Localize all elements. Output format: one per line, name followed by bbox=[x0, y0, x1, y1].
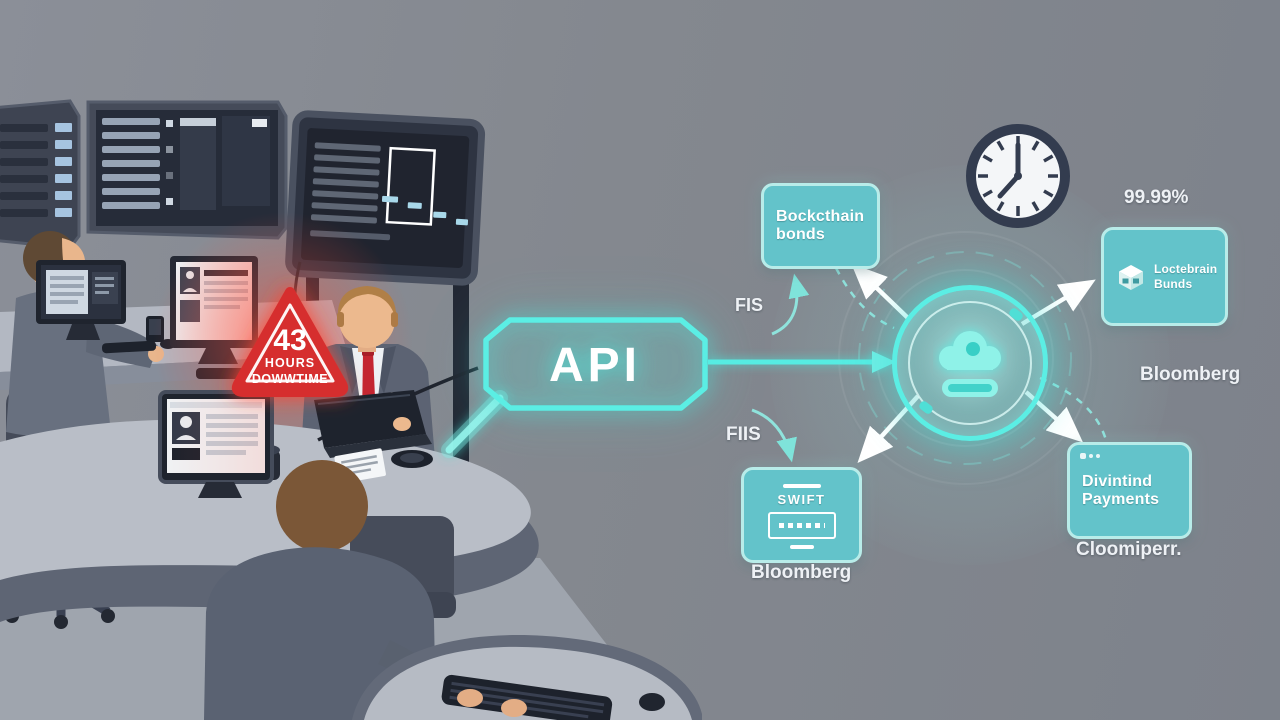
desk-monitor-3 bbox=[158, 390, 274, 498]
node-blockchain-line1: Bockcthain bbox=[776, 208, 865, 226]
node-lockchain-line1: Loctebrain bbox=[1154, 261, 1218, 276]
label-bloomberg-left: Bloomberg bbox=[751, 562, 852, 583]
cloud-server-icon bbox=[939, 331, 1001, 397]
office-chair bbox=[340, 516, 456, 695]
near-desk bbox=[352, 635, 702, 720]
label-cloomiperr: Cloomiperr. bbox=[1076, 539, 1182, 560]
hub-inner-ring bbox=[908, 301, 1032, 425]
api-hexagon-badge: API bbox=[483, 317, 708, 411]
label-fis: FIS bbox=[735, 295, 764, 315]
swift-decoration-line bbox=[782, 483, 821, 488]
laptop-cable bbox=[317, 366, 479, 442]
board-poles bbox=[306, 245, 469, 575]
label-uptime-percentage: 99.99% bbox=[1124, 187, 1189, 208]
api-label: API bbox=[549, 339, 641, 392]
warning-unit: HOURS bbox=[265, 356, 315, 370]
node-lockchain-bonds: Loctebrain Bunds bbox=[1101, 227, 1228, 326]
card-dashes bbox=[778, 522, 825, 528]
api-hub-node bbox=[892, 285, 1048, 441]
cable bbox=[293, 261, 331, 370]
node-dividend-payments: Divintind Payments bbox=[1067, 442, 1192, 539]
desk-speaker bbox=[258, 445, 280, 480]
floor bbox=[0, 558, 665, 720]
node-blockchain-line2: bonds bbox=[776, 226, 825, 243]
warning-status: DOWWTIME bbox=[252, 372, 328, 386]
label-bloomberg-right: Bloomberg bbox=[1140, 364, 1241, 385]
back-desk bbox=[0, 300, 352, 390]
node-swift: SWIFT bbox=[741, 467, 862, 563]
laptop bbox=[314, 390, 432, 458]
person-operator-foreground bbox=[204, 460, 464, 720]
person-laptop-man bbox=[300, 286, 436, 472]
paper-document bbox=[334, 448, 386, 484]
payment-card-icon bbox=[767, 511, 836, 539]
server-wall-panels bbox=[0, 99, 288, 250]
desk-grommet bbox=[391, 450, 433, 468]
decorative-marks bbox=[1080, 453, 1100, 459]
person-analyst-left bbox=[5, 231, 164, 629]
node-lockchain-line2: Bunds bbox=[1154, 276, 1193, 291]
swift-decoration-line2 bbox=[789, 544, 814, 549]
warning-triangle-icon: 43 HOURS DOWWTIME bbox=[231, 287, 349, 397]
curved-desk bbox=[0, 419, 539, 622]
display-board bbox=[285, 110, 486, 286]
node-blockchain-bonds: Bockcthain bonds bbox=[761, 183, 880, 269]
label-fiis: FIIS bbox=[726, 424, 761, 445]
package-cube-icon bbox=[1119, 264, 1143, 290]
node-dividend-line1: Divintind bbox=[1082, 472, 1153, 490]
alert-glow bbox=[153, 212, 413, 472]
warning-value: 43 bbox=[273, 324, 306, 357]
desk-monitor-2 bbox=[146, 256, 279, 379]
clock-icon bbox=[966, 124, 1070, 228]
desk-monitor-1 bbox=[36, 260, 176, 354]
node-dividend-line2: Payments bbox=[1082, 490, 1160, 508]
swift-label: SWIFT bbox=[777, 491, 826, 507]
